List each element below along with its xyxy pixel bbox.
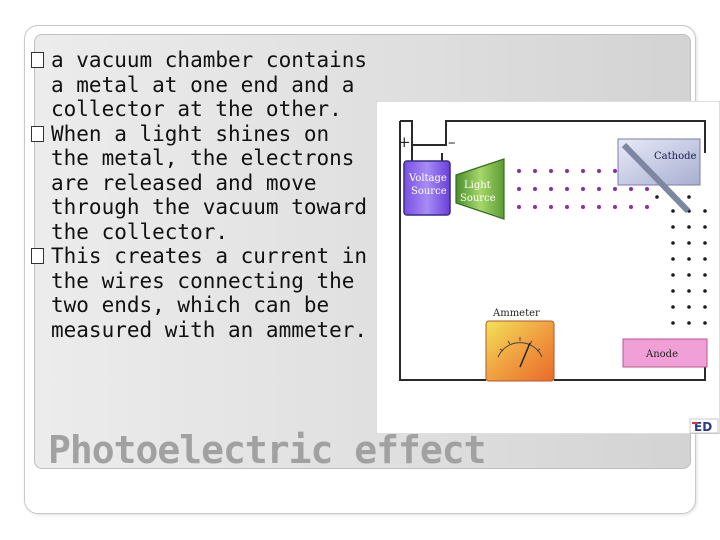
bullet-item: When a light shines on the metal, the el… <box>31 122 376 245</box>
logo-icon: ED <box>689 418 719 434</box>
bullet-text: When a light shines on the metal, the el… <box>51 121 368 244</box>
cathode-label: Cathode <box>654 151 696 162</box>
anode-label: Anode <box>645 349 678 360</box>
plus-sign: + <box>398 133 411 151</box>
light-label-line1: Light <box>464 180 491 191</box>
bullet-text: a vacuum chamber contains a metal at one… <box>51 48 368 121</box>
bullet-item: This creates a current in the wires conn… <box>31 244 376 342</box>
anode: Anode <box>622 338 708 368</box>
logo-text: ED <box>694 420 712 434</box>
voltage-label-line1: Voltage <box>408 173 447 184</box>
light-source: Light Source <box>455 158 505 220</box>
minus-sign: – <box>448 133 456 151</box>
bullet-list: a vacuum chamber contains a metal at one… <box>31 48 376 342</box>
bullet-text: This creates a current in the wires conn… <box>51 244 368 342</box>
bullet-box-icon <box>31 244 51 342</box>
bullet-box-icon <box>31 122 51 245</box>
photoelectric-diagram: + – Voltage Source Light Source Cathode … <box>376 101 720 434</box>
bullet-box-icon <box>31 48 51 122</box>
voltage-source: Voltage Source <box>403 160 451 216</box>
voltage-label-line2: Source <box>411 186 447 197</box>
circuit-wires <box>399 120 706 381</box>
ammeter: Ammeter <box>485 308 555 382</box>
light-label-line2: Source <box>460 193 496 204</box>
ammeter-label: Ammeter <box>492 308 540 319</box>
slide-title: Photoelectric effect <box>48 428 487 472</box>
bullet-item: a vacuum chamber contains a metal at one… <box>31 48 376 122</box>
cathode: Cathode <box>617 138 701 214</box>
